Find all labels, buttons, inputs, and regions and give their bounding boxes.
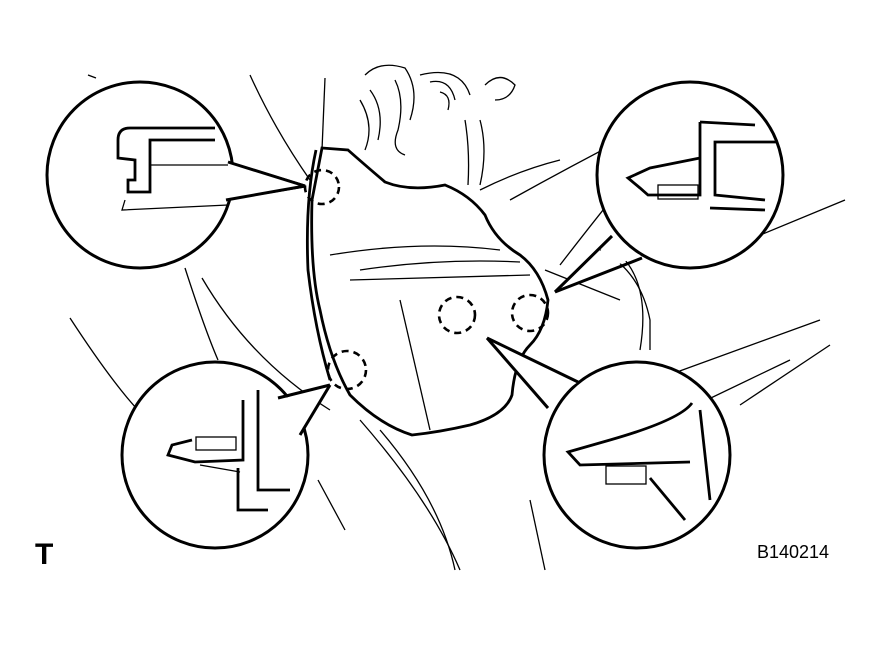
clip-locations [303,168,550,391]
clip-location-bottom-left [326,349,368,391]
claw-clip-detail [625,120,778,212]
callout-top-left [45,80,306,270]
callout-bottom-right [485,336,732,550]
clip-location-center [437,295,477,335]
clip-location-right [510,293,550,333]
view-marker-label: T [35,538,54,571]
claw-clip-detail-bl [166,390,290,512]
hook-clip-detail [116,126,215,194]
figure-code-label: B140214 [757,542,830,562]
claw-clip-detail-br [565,402,712,521]
callout-bottom-left [120,360,332,550]
trim-panel [305,146,550,437]
callout-top-right [553,80,785,294]
